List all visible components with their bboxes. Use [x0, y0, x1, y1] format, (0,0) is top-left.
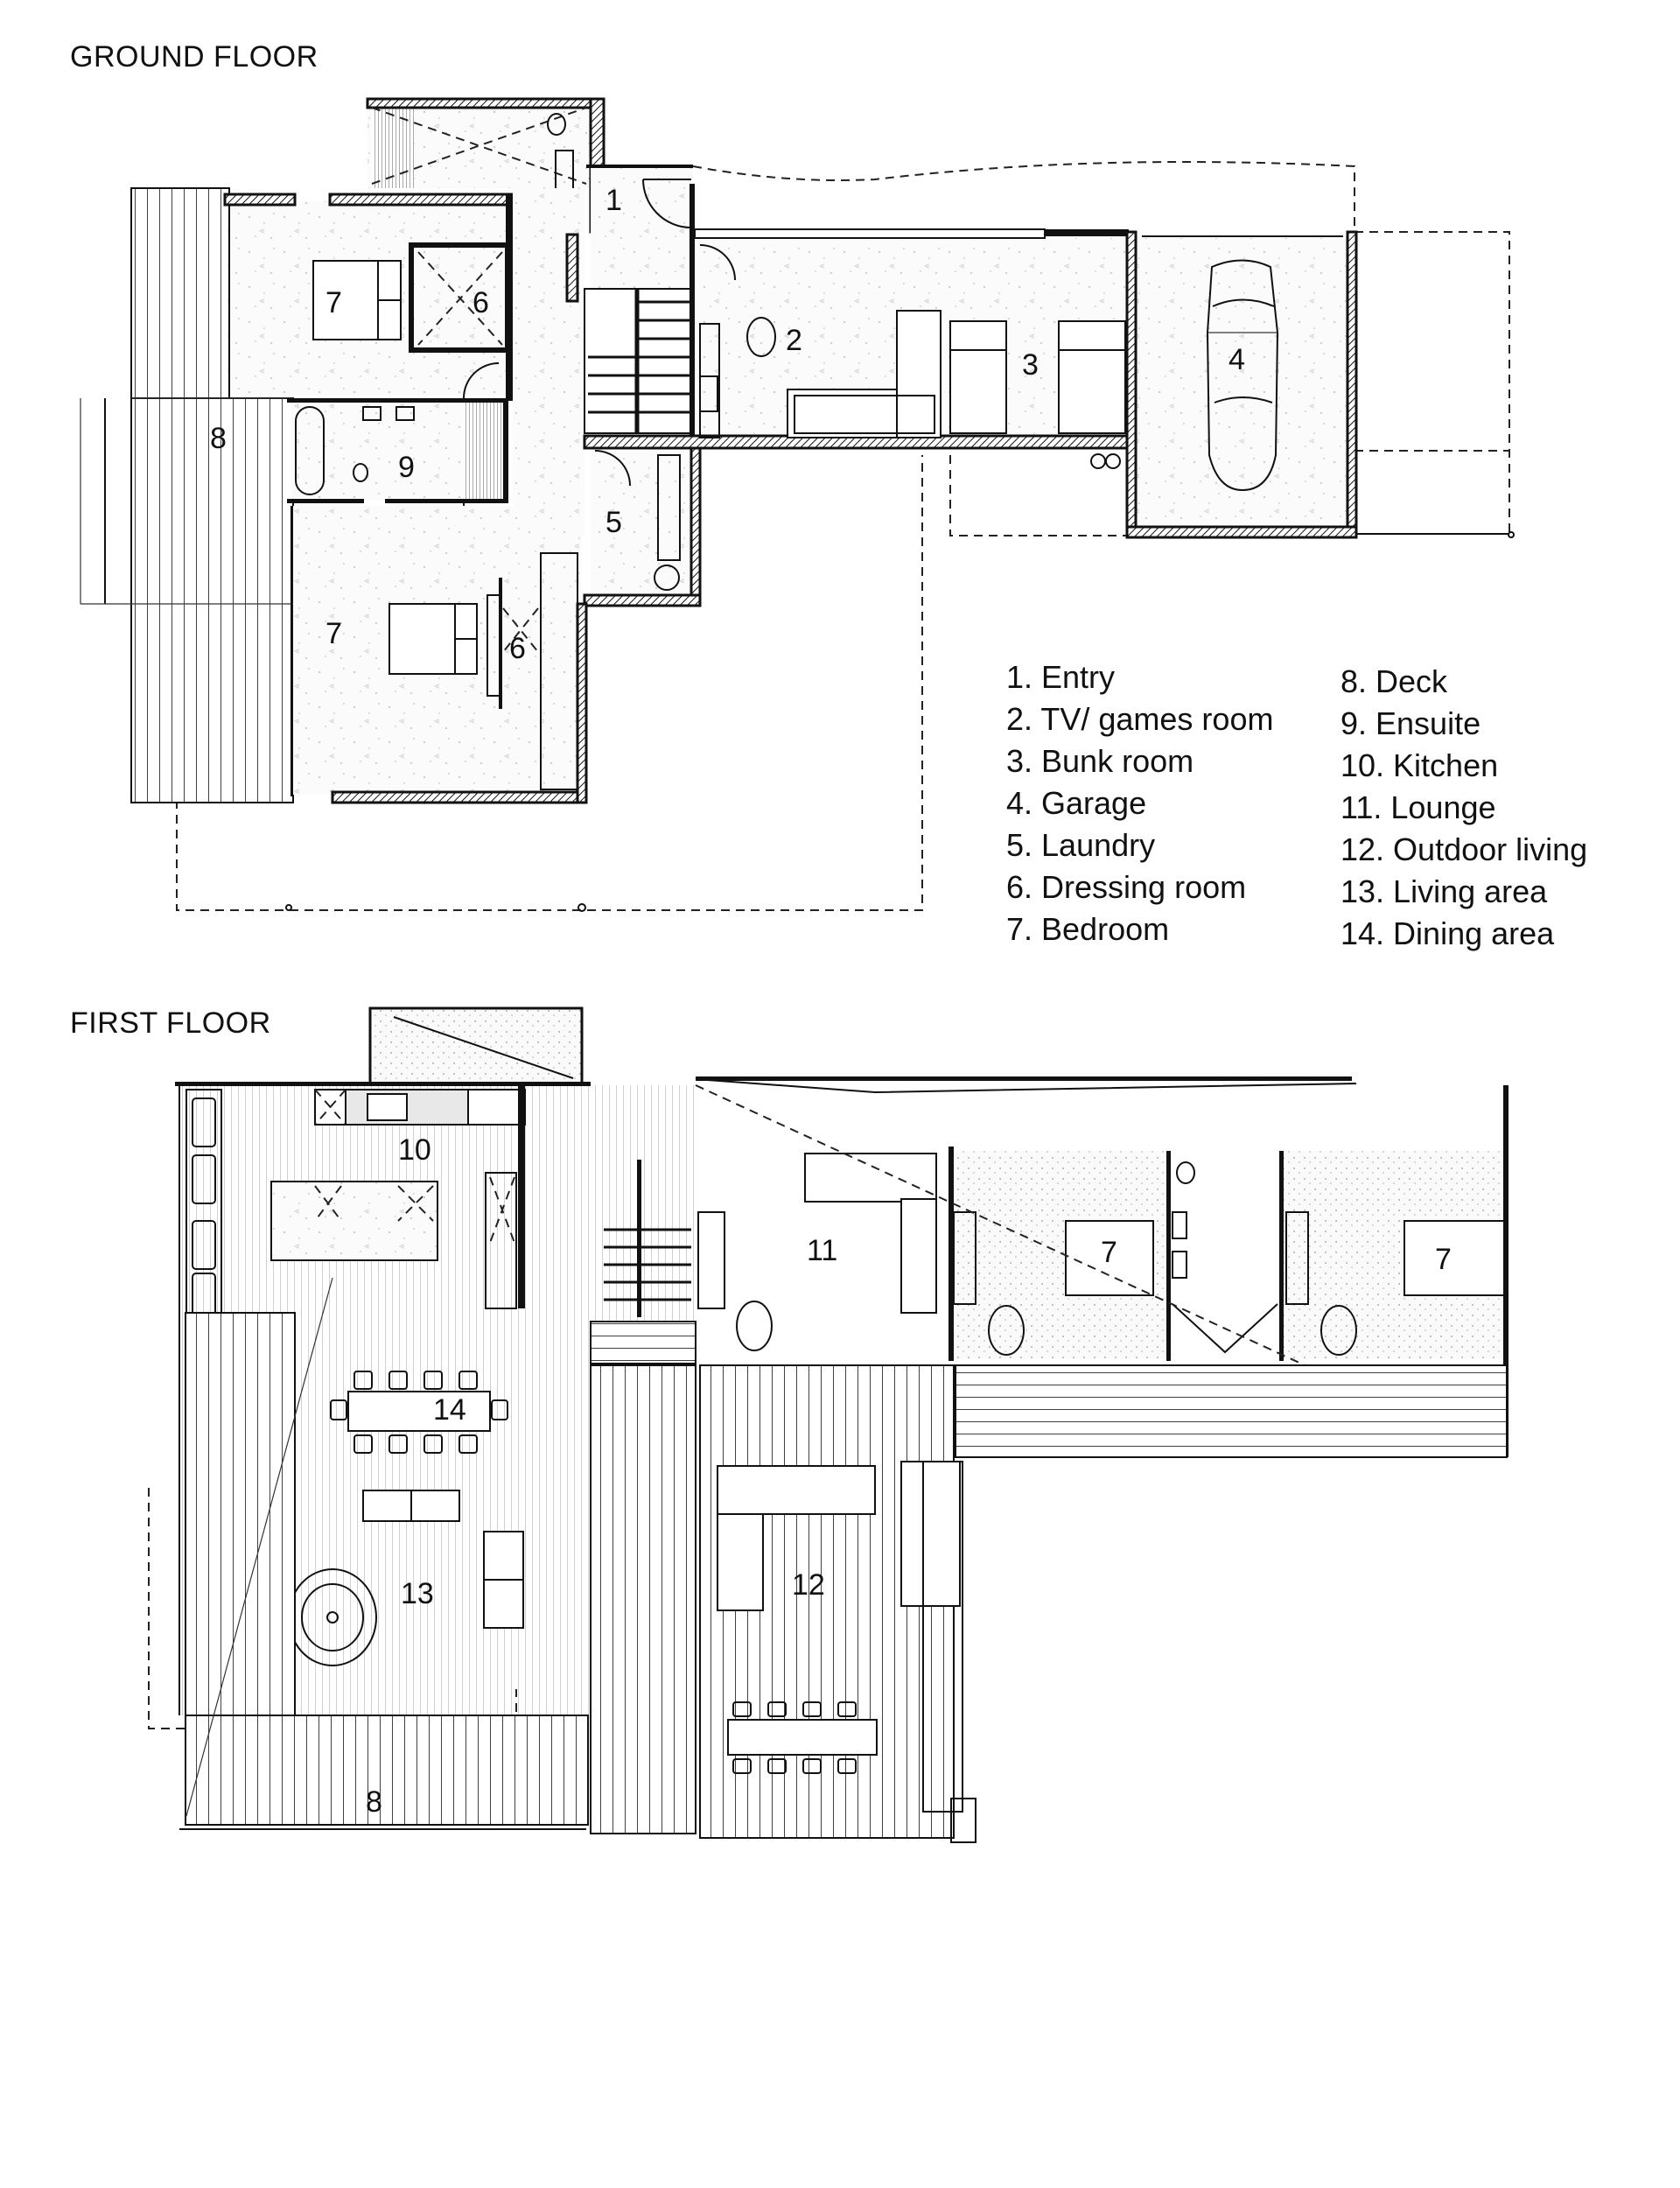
legend-item: 1. Entry [1006, 659, 1116, 695]
room-label: 7 [1101, 1236, 1117, 1269]
room-label: 14 [433, 1393, 466, 1427]
room-label: 7 [326, 617, 342, 650]
legend-item: 3. Bunk room [1006, 743, 1194, 779]
legend-item: 6. Dressing room [1006, 869, 1247, 905]
legend-column-1: 1. Entry 2. TV/ games room 3. Bunk room … [1006, 656, 1273, 950]
room-label: 11 [807, 1234, 837, 1267]
legend-item: 7. Bedroom [1006, 911, 1170, 947]
room-label: 5 [606, 506, 622, 539]
legend-item: 10. Kitchen [1340, 747, 1499, 783]
room-label: 2 [786, 324, 802, 357]
room-label: 6 [472, 286, 489, 319]
room-label: 4 [1228, 343, 1245, 376]
ground-floor-plan: 7 6 1 [80, 97, 1515, 912]
legend-item: 5. Laundry [1006, 827, 1156, 863]
legend-item: 13. Living area [1340, 873, 1548, 909]
room-label: 12 [792, 1568, 825, 1602]
legend-column-2: 8. Deck 9. Ensuite 10. Kitchen 11. Loung… [1340, 661, 1587, 955]
room-label: 13 [401, 1577, 434, 1610]
room-label: 3 [1022, 348, 1039, 382]
legend-item: 14. Dining area [1340, 915, 1555, 951]
room-label: 9 [398, 451, 415, 484]
room-label: 10 [398, 1133, 431, 1167]
legend-item: 11. Lounge [1340, 789, 1496, 825]
ground-floor-title: GROUND FLOOR [70, 40, 318, 74]
room-label: 7 [326, 286, 342, 319]
legend-item: 12. Outdoor living [1340, 831, 1588, 867]
first-floor-title: FIRST FLOOR [70, 1006, 271, 1040]
legend-item: 9. Ensuite [1340, 705, 1481, 741]
room-label: 8 [210, 422, 227, 455]
legend-item: 8. Deck [1340, 663, 1448, 699]
room-label: 6 [509, 632, 526, 665]
room-label: 8 [366, 1785, 382, 1819]
first-floor-plan: 10 14 13 [148, 1006, 1508, 1843]
dining-table-group [330, 1371, 508, 1454]
legend-item: 4. Garage [1006, 785, 1147, 821]
legend-item: 2. TV/ games room [1006, 701, 1274, 737]
room-label: 1 [606, 184, 622, 217]
room-label: 7 [1435, 1243, 1452, 1276]
